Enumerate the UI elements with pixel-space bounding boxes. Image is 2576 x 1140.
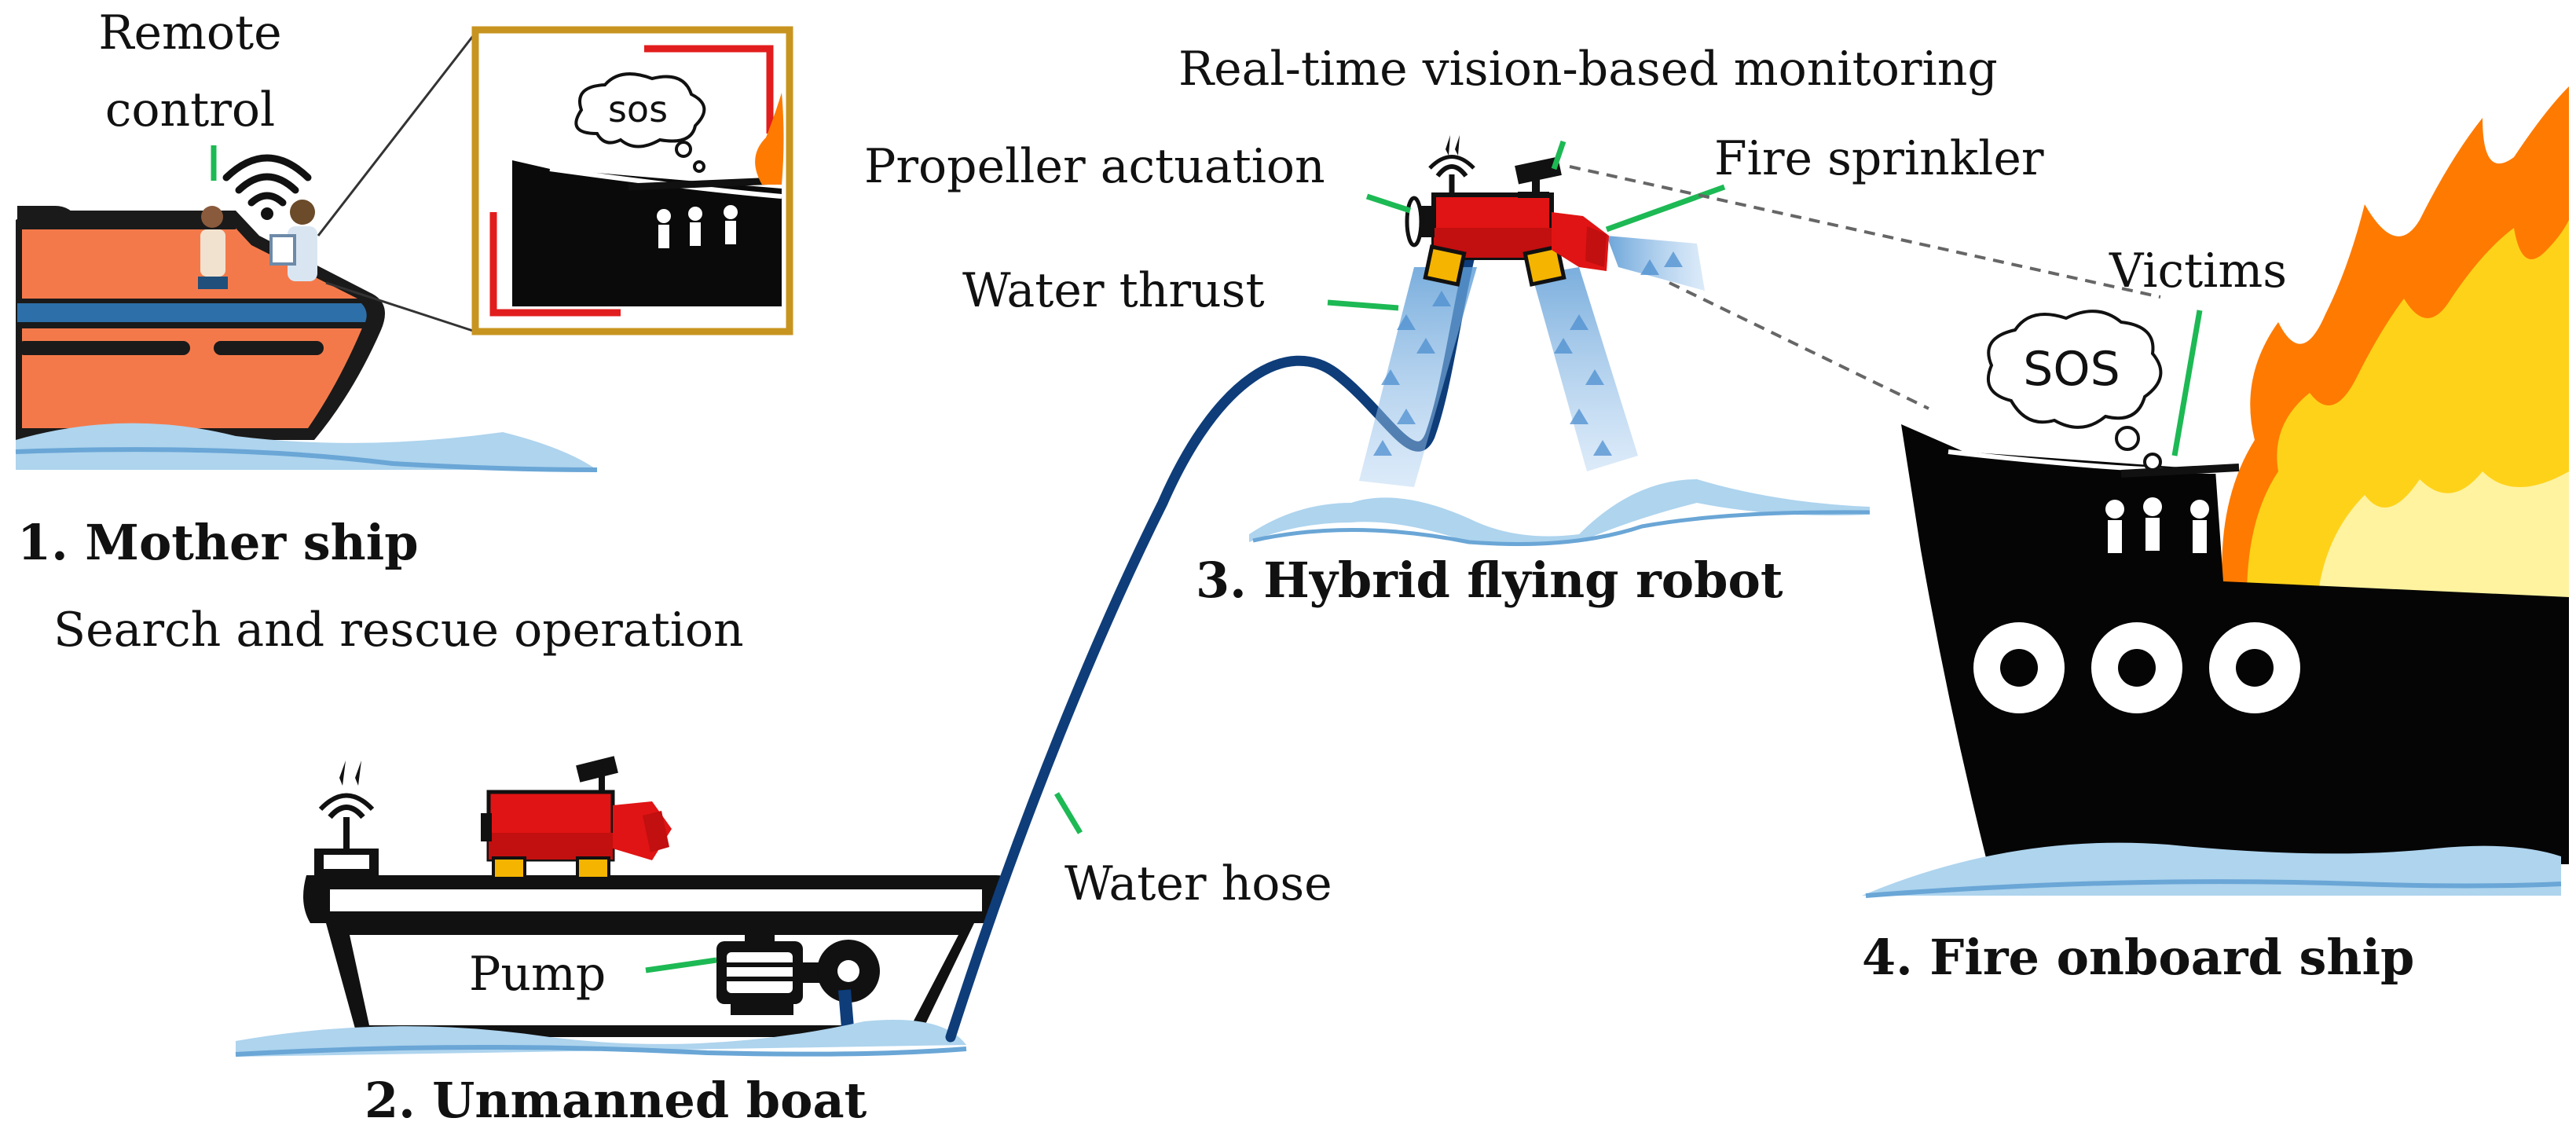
pump-label: Pump bbox=[469, 947, 606, 1002]
victims-callout-line bbox=[2171, 310, 2203, 456]
hybrid-robot-title: 3. Hybrid flying robot bbox=[1196, 552, 1783, 609]
docked-robot bbox=[481, 756, 672, 880]
victims-person-icon bbox=[2105, 497, 2209, 553]
docked-robot-camera-icon bbox=[576, 756, 618, 794]
boat-antenna-icon bbox=[314, 761, 379, 877]
monitoring-label: Real-time vision-based monitoring bbox=[1178, 42, 1998, 97]
remote-control-label-line1: Remote bbox=[98, 5, 281, 60]
hybrid-flying-robot bbox=[1249, 135, 1871, 546]
fire-ship-title: 4. Fire onboard ship bbox=[1862, 929, 2414, 986]
ship-fire-flame-icon bbox=[2222, 86, 2569, 597]
robot-antenna-icon bbox=[1428, 135, 1475, 195]
water-thrust-label: Water thrust bbox=[962, 263, 1265, 318]
unmanned-boat-title: 2. Unmanned boat bbox=[365, 1072, 867, 1129]
water-hose-callout-line bbox=[1053, 792, 1083, 834]
water-hose-label: Water hose bbox=[1064, 856, 1332, 911]
operator-person-icon bbox=[198, 206, 228, 289]
operator-tablet-person-icon bbox=[269, 200, 317, 281]
search-rescue-subtitle: Search and rescue operation bbox=[53, 603, 744, 658]
ship-sos-text: SOS bbox=[2023, 342, 2120, 397]
sprinkler-label: Fire sprinkler bbox=[1714, 131, 2044, 186]
sprinkler-callout-line bbox=[1605, 184, 1726, 233]
inset-zoom-line-bottom bbox=[325, 281, 476, 333]
wifi-icon bbox=[222, 154, 312, 207]
victims-label: Victims bbox=[2109, 244, 2287, 299]
robot-camera-icon bbox=[1515, 156, 1562, 198]
inset-flame-icon bbox=[755, 93, 784, 185]
propeller-callout-line bbox=[1365, 193, 1412, 214]
propeller-icon bbox=[1405, 196, 1435, 247]
inset-zoom-line-top bbox=[317, 32, 477, 236]
inset-sos-text: sos bbox=[608, 88, 668, 130]
propeller-label: Propeller actuation bbox=[864, 139, 1325, 194]
water-hose bbox=[945, 254, 1475, 1043]
pump-callout-line bbox=[645, 957, 717, 973]
inset-victims-person-icon bbox=[657, 205, 738, 248]
unmanned-boat bbox=[235, 756, 1007, 1057]
mother-ship-title: 1. Mother ship bbox=[17, 514, 419, 571]
camera-view-line-upper bbox=[1569, 165, 2161, 299]
pump-icon bbox=[716, 932, 880, 1015]
ship-thought-bubble-icon bbox=[1987, 310, 2163, 471]
fire-sprinkler-nozzle bbox=[1552, 212, 1609, 271]
monitoring-callout-line bbox=[1551, 140, 1566, 170]
mother-ship bbox=[15, 154, 598, 472]
inset-thought-bubble-icon bbox=[574, 72, 706, 173]
burning-ship bbox=[1862, 86, 2569, 898]
camera-view-line-lower bbox=[1669, 281, 1929, 410]
remote-control-label-line2: control bbox=[105, 82, 275, 137]
water-thrust-callout-line bbox=[1327, 299, 1399, 311]
camera-view-inset: sos bbox=[471, 26, 793, 335]
